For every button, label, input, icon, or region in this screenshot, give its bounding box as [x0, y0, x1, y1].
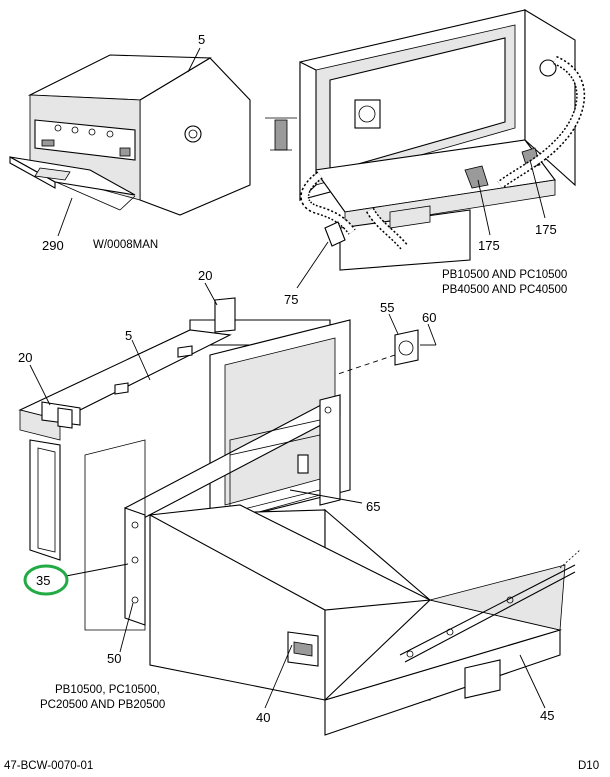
leader-60	[427, 323, 437, 346]
leader-175-a	[477, 179, 491, 236]
callout-20-left: 20	[18, 350, 32, 365]
leader-175-b	[529, 159, 546, 219]
caption-bottom-line1: PB10500, PC10500,	[55, 684, 160, 696]
footer-page-code: D10	[578, 760, 599, 772]
leader-290	[57, 197, 73, 237]
footer-part-number: 47-BCW-0070-01	[4, 760, 93, 772]
caption-bottom-line2: PC20500 AND PB20500	[40, 699, 165, 711]
callout-50: 50	[107, 651, 121, 666]
leader-45	[519, 654, 546, 709]
leader-50	[119, 602, 134, 653]
leader-5-mid	[131, 339, 151, 381]
leader-65	[289, 489, 363, 504]
caption-top-right-line2: PB40500 AND PC40500	[442, 284, 567, 296]
callout-5-mid: 5	[125, 328, 132, 343]
callout-65: 65	[366, 499, 380, 514]
leader-40	[264, 644, 293, 709]
leader-35	[65, 563, 129, 577]
callout-40: 40	[256, 710, 270, 725]
leader-75	[296, 241, 329, 289]
caption-top-left: W/0008MAN	[93, 239, 158, 251]
callout-175-b: 175	[535, 222, 557, 237]
callout-35[interactable]: 35	[36, 573, 50, 588]
callout-60: 60	[422, 310, 436, 325]
cabinet-frame-assembly	[18, 297, 581, 736]
stove-unit-assembly	[9, 54, 251, 216]
callout-75: 75	[284, 292, 298, 307]
leader-20-top	[204, 282, 218, 306]
callout-175-a: 175	[478, 238, 500, 253]
callout-45: 45	[540, 708, 554, 723]
highlight-ring[interactable]	[23, 564, 69, 596]
leader-5-top	[187, 47, 201, 73]
heater-hose-assembly	[265, 9, 586, 271]
callout-5-top: 5	[198, 32, 205, 47]
leader-20-left	[29, 364, 51, 406]
callout-20-top: 20	[198, 268, 212, 283]
leader-55	[388, 313, 399, 335]
grommet-detail	[334, 329, 436, 376]
callout-55: 55	[380, 300, 394, 315]
caption-top-right-line1: PB10500 AND PC10500	[442, 269, 567, 281]
callout-290: 290	[42, 238, 64, 253]
